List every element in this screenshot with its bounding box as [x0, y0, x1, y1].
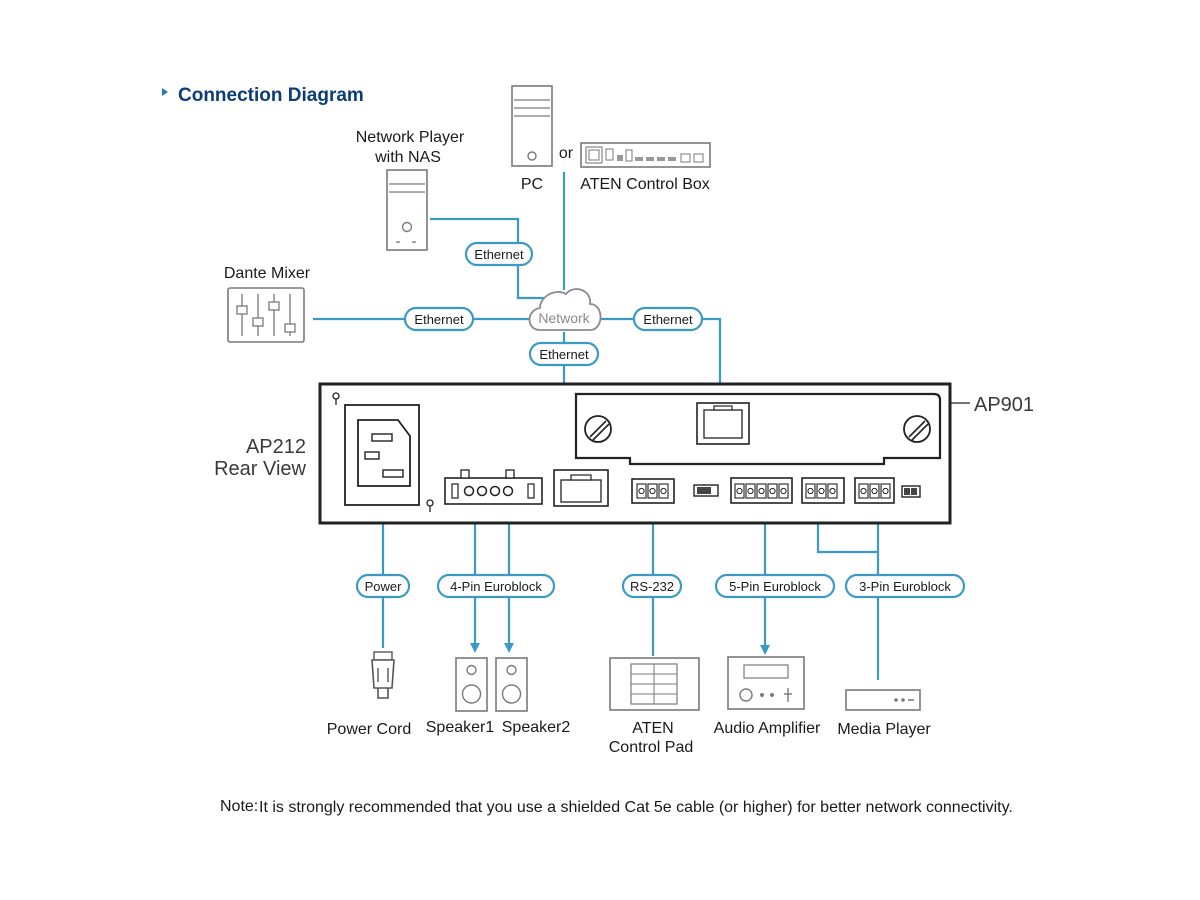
thumbscrew-right-icon	[903, 415, 931, 443]
pill-ethernet-ap212-text: Ethernet	[539, 347, 589, 362]
speaker2: Speaker2	[495, 657, 571, 736]
thumbscrew-left-icon	[584, 415, 612, 443]
pill-euroblock-3: 3-Pin Euroblock	[844, 573, 966, 599]
speaker1: Speaker1	[426, 657, 495, 736]
euroblock-4pin-port	[444, 469, 543, 505]
audio-amplifier: Audio Amplifier	[714, 656, 821, 737]
euroblock-3pin-port-b	[854, 477, 895, 504]
pill-power-text: Power	[365, 579, 403, 594]
connection-labels: Ethernet Ethernet Ethernet Ethernet Powe…	[355, 241, 966, 599]
title-group: Connection Diagram	[162, 85, 364, 106]
pill-euroblock-4: 4-Pin Euroblock	[436, 573, 556, 599]
control-pad-label-1: ATEN	[632, 720, 673, 737]
power-plug-icon	[371, 651, 395, 699]
diagram-title: Connection Diagram	[178, 85, 364, 106]
media-player-icon	[845, 689, 921, 711]
control-box-label: ATEN Control Box	[580, 176, 710, 193]
audio-amplifier-label: Audio Amplifier	[714, 720, 821, 737]
lan-port-ap212-icon	[553, 469, 609, 507]
pc: PC	[511, 85, 553, 193]
pill-euroblock-5-text: 5-Pin Euroblock	[729, 579, 821, 594]
title-bullet-icon	[162, 88, 168, 96]
pill-ethernet-nas-text: Ethernet	[474, 247, 524, 262]
server-tower-icon	[386, 169, 428, 251]
mixer-faders-icon	[227, 287, 305, 343]
pill-ethernet-mixer-text: Ethernet	[414, 312, 464, 327]
media-player-label: Media Player	[837, 721, 931, 738]
pill-ethernet-ap212: Ethernet	[528, 341, 600, 367]
power-cord-label: Power Cord	[327, 721, 411, 738]
pill-ethernet-ap901: Ethernet	[632, 306, 704, 332]
control-pad-label-2: Control Pad	[609, 739, 694, 756]
amplifier-icon	[727, 656, 805, 710]
pill-ethernet-nas: Ethernet	[464, 241, 534, 267]
power-inlet-icon	[344, 404, 420, 506]
network-cloud: Network	[528, 288, 602, 331]
speaker2-icon	[495, 657, 528, 712]
euroblock-3pin-port-a	[801, 477, 845, 504]
pill-euroblock-5: 5-Pin Euroblock	[714, 573, 836, 599]
network-player-label-2: with NAS	[374, 149, 441, 166]
pill-euroblock-4-text: 4-Pin Euroblock	[450, 579, 542, 594]
cloud-icon	[528, 288, 602, 331]
dante-mixer-label: Dante Mixer	[224, 265, 311, 282]
ap212-chassis: AP212 Rear View	[214, 382, 1034, 525]
note: Note: It is strongly recommended that yo…	[220, 798, 1013, 816]
ap901-card	[574, 392, 942, 466]
pill-ethernet-ap901-text: Ethernet	[643, 312, 693, 327]
aten-control-pad: ATEN Control Pad	[609, 657, 700, 756]
network-player-label-1: Network Player	[356, 129, 465, 146]
pc-tower-icon	[511, 85, 553, 167]
power-cord: Power Cord	[327, 651, 411, 738]
pill-rs232-text: RS-232	[630, 579, 674, 594]
aten-control-box: ATEN Control Box	[580, 142, 711, 193]
media-player: Media Player	[837, 689, 931, 738]
lan-port-ap901-icon	[696, 402, 750, 445]
dip-switch-icon	[693, 484, 719, 497]
or-label: or	[559, 145, 574, 162]
control-box-icon	[580, 142, 711, 168]
note-text: It is strongly recommended that you use …	[259, 799, 1013, 816]
pill-power: Power	[355, 573, 411, 599]
ground-screw-icon	[332, 392, 340, 405]
network-label: Network	[538, 310, 590, 326]
wire-media-player-a	[813, 513, 880, 680]
note-label: Note:	[220, 798, 258, 815]
ap901-label: AP901	[974, 394, 1034, 416]
pc-label: PC	[521, 176, 543, 193]
dip-switch-small-icon	[901, 485, 921, 498]
pill-rs232: RS-232	[621, 573, 683, 599]
euroblock-5pin-port	[730, 477, 793, 504]
ap212-label-2: Rear View	[214, 458, 306, 480]
network-player-nas: Network Player with NAS	[356, 129, 465, 251]
ap212-label-1: AP212	[246, 436, 306, 458]
pill-ethernet-mixer: Ethernet	[403, 306, 475, 332]
speaker1-icon	[455, 657, 488, 712]
ground-screw-icon-2	[426, 499, 434, 512]
speaker2-label: Speaker2	[502, 719, 571, 736]
pill-euroblock-3-text: 3-Pin Euroblock	[859, 579, 951, 594]
dante-mixer: Dante Mixer	[224, 265, 311, 343]
speaker1-label: Speaker1	[426, 719, 495, 736]
rs232-port	[631, 478, 675, 504]
control-pad-icon	[609, 657, 700, 711]
